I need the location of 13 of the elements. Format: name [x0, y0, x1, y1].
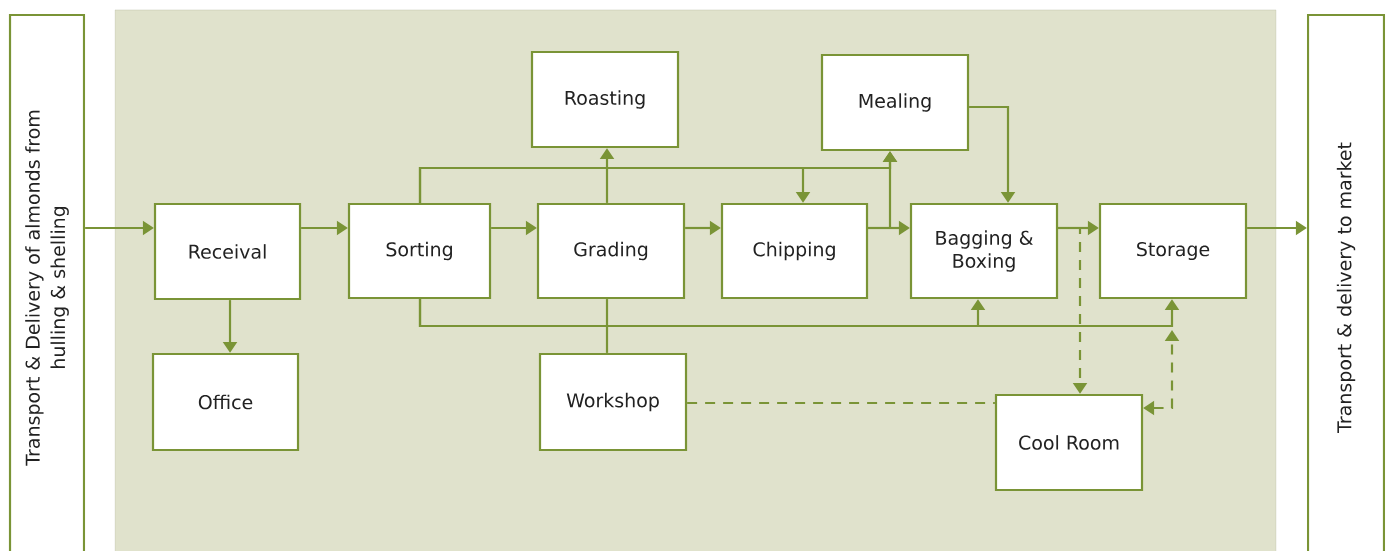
- transport-band: Transport & Delivery of almonds from hulling & shelling: [8, 13, 86, 551]
- transport-band: Transport & delivery to market: [1306, 13, 1386, 551]
- process-box: Bagging & Boxing: [909, 202, 1059, 300]
- process-box: Chipping: [720, 202, 869, 300]
- process-box: Mealing: [820, 53, 970, 152]
- process-box: Cool Room: [994, 393, 1144, 492]
- process-box: Storage: [1098, 202, 1248, 300]
- process-box: Receival: [153, 202, 302, 301]
- process-box: Sorting: [347, 202, 492, 300]
- process-box: Roasting: [530, 50, 680, 149]
- process-box: Workshop: [538, 352, 688, 452]
- process-box: Office: [151, 352, 300, 452]
- process-box: Grading: [536, 202, 686, 300]
